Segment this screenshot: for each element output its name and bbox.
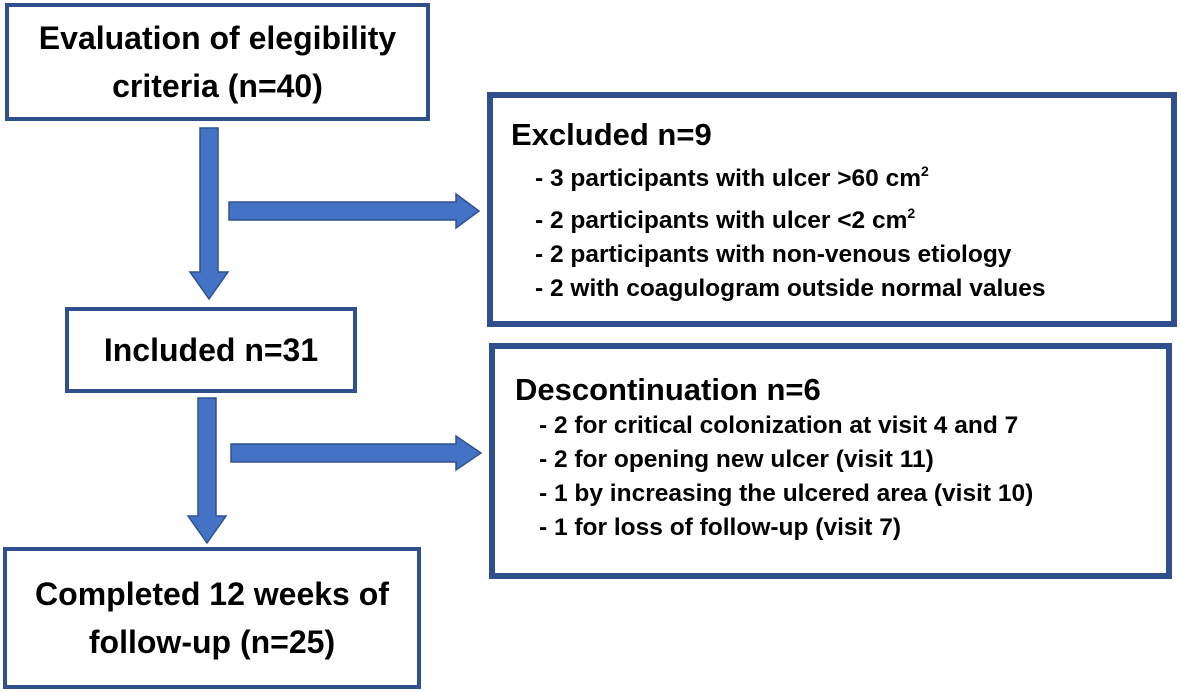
arrow-right-to-excluded	[228, 192, 481, 230]
excluded-item: - 2 participants with ulcer <2 cm2	[535, 205, 916, 234]
completed-line1: Completed 12 weeks of	[35, 576, 389, 612]
excluded-item: - 3 participants with ulcer >60 cm2	[535, 163, 929, 192]
discontinuation-item: - 1 for loss of follow-up (visit 7)	[539, 514, 902, 541]
included-label: Included n=31	[103, 332, 319, 368]
discontinuation-title: Descontinuation n=6	[515, 372, 821, 407]
discontinuation-item: - 1 by increasing the ulcered area (visi…	[539, 480, 1034, 507]
arrow-down-included-to-completed	[186, 397, 228, 545]
arrow-right-to-discontinuation	[230, 434, 483, 472]
arrow-down-eligibility-to-included	[188, 127, 230, 301]
excluded-box: Excluded n=9 - 3 participants with ulcer…	[487, 92, 1177, 327]
completed-line2: follow-up (n=25)	[88, 624, 336, 660]
excluded-item: - 2 participants with non-venous etiolog…	[535, 241, 1012, 268]
eligibility-line1: Evaluation of elegibility	[38, 20, 397, 56]
eligibility-line2: criteria (n=40)	[112, 68, 323, 104]
eligibility-box: Evaluation of elegibility criteria (n=40…	[5, 3, 430, 121]
discontinuation-box: Descontinuation n=6 - 2 for critical col…	[489, 343, 1172, 579]
included-box: Included n=31	[65, 307, 357, 393]
excluded-title: Excluded n=9	[511, 117, 712, 152]
discontinuation-item: - 2 for opening new ulcer (visit 11)	[539, 446, 934, 473]
discontinuation-item: - 2 for critical colonization at visit 4…	[539, 412, 1019, 439]
completed-box: Completed 12 weeks of follow-up (n=25)	[3, 547, 421, 689]
excluded-item: - 2 with coagulogram outside normal valu…	[535, 275, 1046, 302]
